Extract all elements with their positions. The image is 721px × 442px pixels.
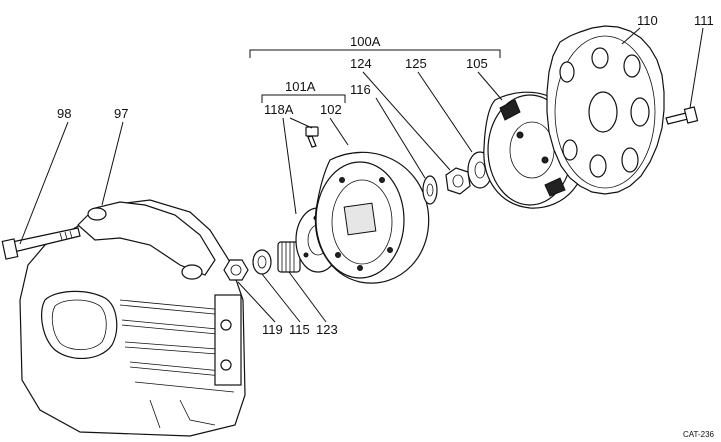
label-111: 111 — [694, 13, 714, 28]
assembly-bracket-100a — [249, 49, 501, 58]
gear-cover-housing — [19, 199, 246, 437]
small-screw — [305, 126, 319, 148]
small-bolt — [665, 106, 699, 125]
assembly-bracket-101a — [261, 94, 346, 103]
hex-nut — [445, 167, 471, 195]
label-124: 124 — [350, 56, 372, 71]
label-100a: 100A — [350, 34, 381, 49]
label-119: 119 — [262, 322, 283, 337]
nut — [223, 259, 249, 281]
washer — [252, 249, 272, 275]
label-97: 97 — [114, 106, 128, 121]
driven-gear — [546, 25, 665, 195]
spacer-washer — [422, 175, 438, 205]
label-123: 123 — [316, 322, 338, 337]
label-105: 105 — [466, 56, 488, 71]
label-101a: 101A — [285, 79, 316, 94]
long-bolt — [1, 227, 81, 260]
label-110: 110 — [637, 13, 658, 28]
label-116: 116 — [350, 82, 371, 97]
label-102: 102 — [320, 102, 342, 117]
clutch-drum — [314, 151, 430, 284]
label-115: 115 — [289, 322, 310, 337]
label-98: 98 — [57, 106, 71, 121]
label-125: 125 — [405, 56, 427, 71]
label-118a: 118A — [264, 102, 294, 117]
leader-lines — [19, 27, 704, 323]
catalog-code: CAT-236 — [683, 430, 715, 439]
